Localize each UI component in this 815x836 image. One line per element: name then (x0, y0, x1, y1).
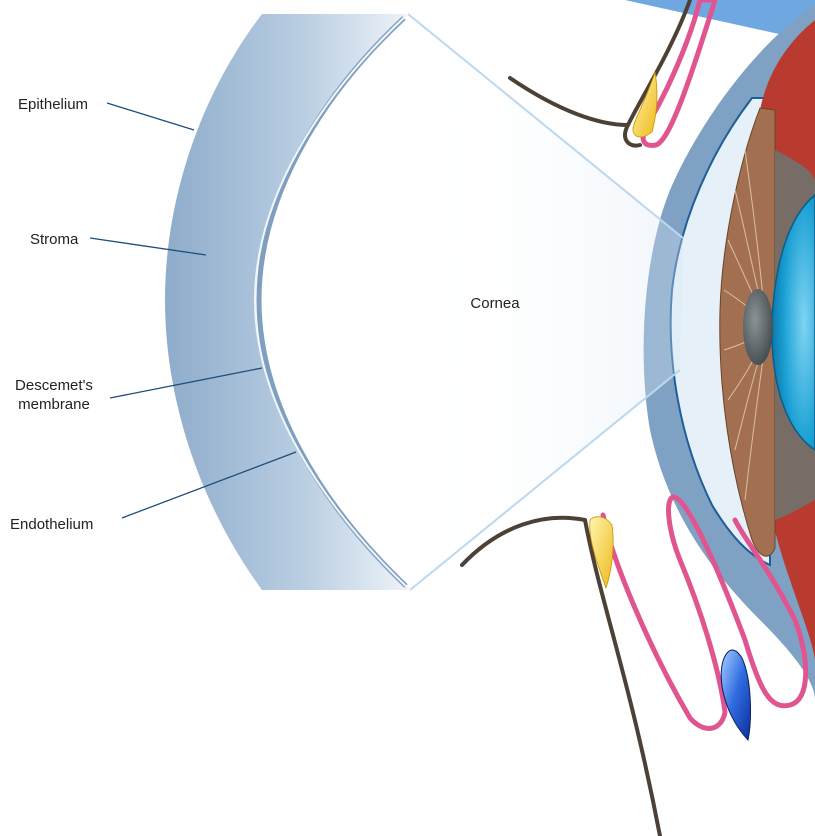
upper-meibomian-gland (633, 72, 657, 137)
pupil (743, 289, 773, 365)
label-epithelium: Epithelium (18, 96, 194, 130)
label-cornea: Cornea (470, 295, 520, 312)
label-epithelium-text: Epithelium (18, 96, 88, 113)
label-stroma-text: Stroma (30, 231, 79, 248)
lower-eyelid (462, 497, 806, 836)
label-descemets-text-line1: Descemet's (15, 377, 93, 394)
lacrimal-tear-drop (721, 650, 750, 740)
leader-epithelium (107, 103, 194, 130)
label-endothelium-text: Endothelium (10, 516, 93, 533)
cornea-layers (165, 14, 410, 590)
label-cornea-text: Cornea (470, 295, 520, 312)
label-descemets-text-line2: membrane (18, 396, 90, 413)
lower-eyelash (462, 518, 660, 836)
cornea-cross-section (165, 14, 410, 590)
